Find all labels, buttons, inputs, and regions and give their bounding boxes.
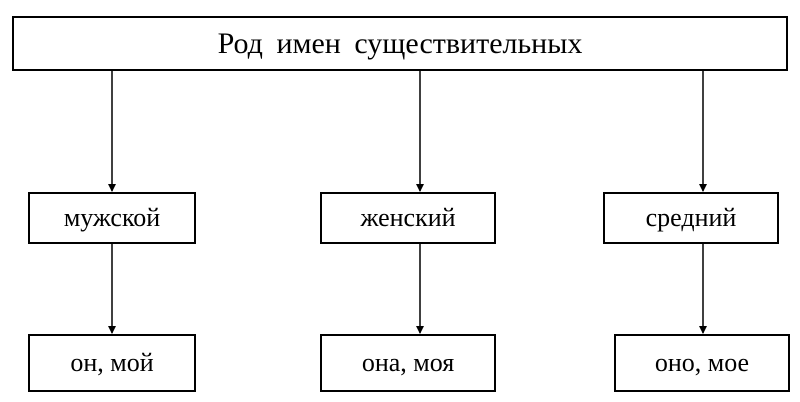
gender-masculine: мужской (28, 192, 196, 244)
root-node: Род имен существительных (12, 16, 788, 71)
example-masculine: он, мой (28, 334, 196, 392)
example-neuter: оно, мое (614, 334, 790, 392)
gender-feminine: женский (320, 192, 496, 244)
gender-neuter: средний (603, 192, 779, 244)
example-feminine: она, моя (320, 334, 496, 392)
